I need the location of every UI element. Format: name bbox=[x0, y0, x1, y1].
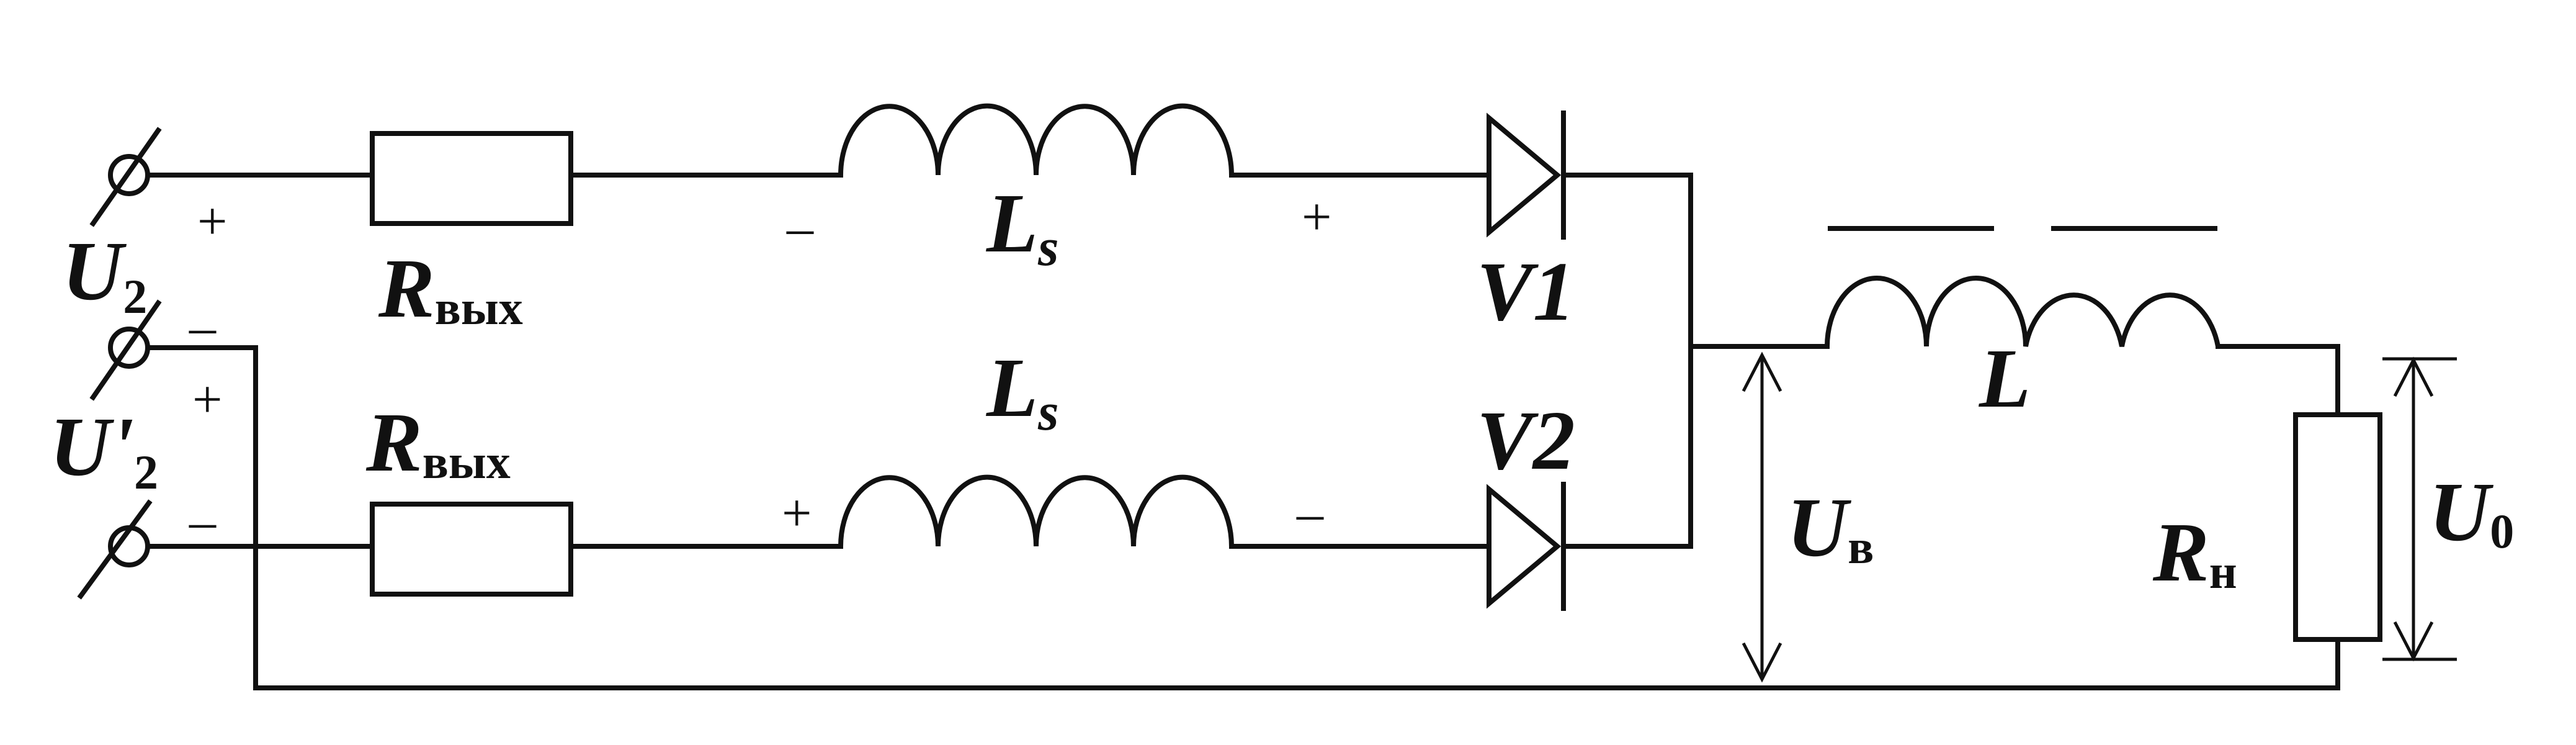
wire-v1-to-node bbox=[1564, 173, 1693, 349]
label-ub: Uв bbox=[1787, 481, 1874, 574]
inductor-l-filter bbox=[1825, 276, 2220, 349]
label-ls-top: Ls bbox=[986, 177, 1059, 277]
sign-ls-bottom-right: – bbox=[1296, 483, 1324, 543]
wire-v2-to-node bbox=[1564, 344, 1693, 549]
label-r-out-top: Rвых bbox=[378, 242, 523, 335]
wire-choke-to-load bbox=[2216, 344, 2340, 417]
voltage-arrow-u0 bbox=[2382, 356, 2457, 662]
label-rn: Rн bbox=[2152, 506, 2237, 599]
wire-center-tap-return bbox=[145, 345, 2340, 690]
sign-u2p-plus: + bbox=[192, 369, 223, 429]
resistor-r-out-bottom bbox=[370, 502, 573, 597]
sign-u2p-minus: – bbox=[189, 491, 217, 551]
label-v1: V1 bbox=[1477, 245, 1575, 338]
sign-ls-top-right: + bbox=[1302, 187, 1332, 246]
inductor-ls-top bbox=[838, 103, 1234, 178]
sign-ls-bottom-left: + bbox=[782, 483, 812, 543]
terminal-u2p-bottom bbox=[77, 499, 153, 600]
label-ls-bottom: Ls bbox=[986, 341, 1059, 441]
diode-v2 bbox=[1487, 482, 1566, 611]
sign-u2-minus: – bbox=[189, 297, 217, 356]
sign-ls-top-left: – bbox=[786, 197, 814, 257]
label-u2-prime: U'2 bbox=[50, 400, 158, 499]
diode-v1 bbox=[1487, 111, 1566, 240]
sign-u2-plus: + bbox=[197, 191, 228, 251]
label-l-filter: L bbox=[1979, 332, 2031, 425]
voltage-arrow-ub bbox=[1742, 351, 1782, 683]
resistor-r-out-top bbox=[370, 131, 573, 226]
label-u2: U2 bbox=[62, 225, 147, 323]
inductor-ls-bottom bbox=[838, 474, 1234, 549]
resistor-load-rn bbox=[2293, 412, 2382, 642]
label-u0: U0 bbox=[2429, 466, 2514, 559]
label-v2: V2 bbox=[1477, 394, 1575, 487]
label-r-out-bottom: Rвых bbox=[365, 396, 511, 489]
